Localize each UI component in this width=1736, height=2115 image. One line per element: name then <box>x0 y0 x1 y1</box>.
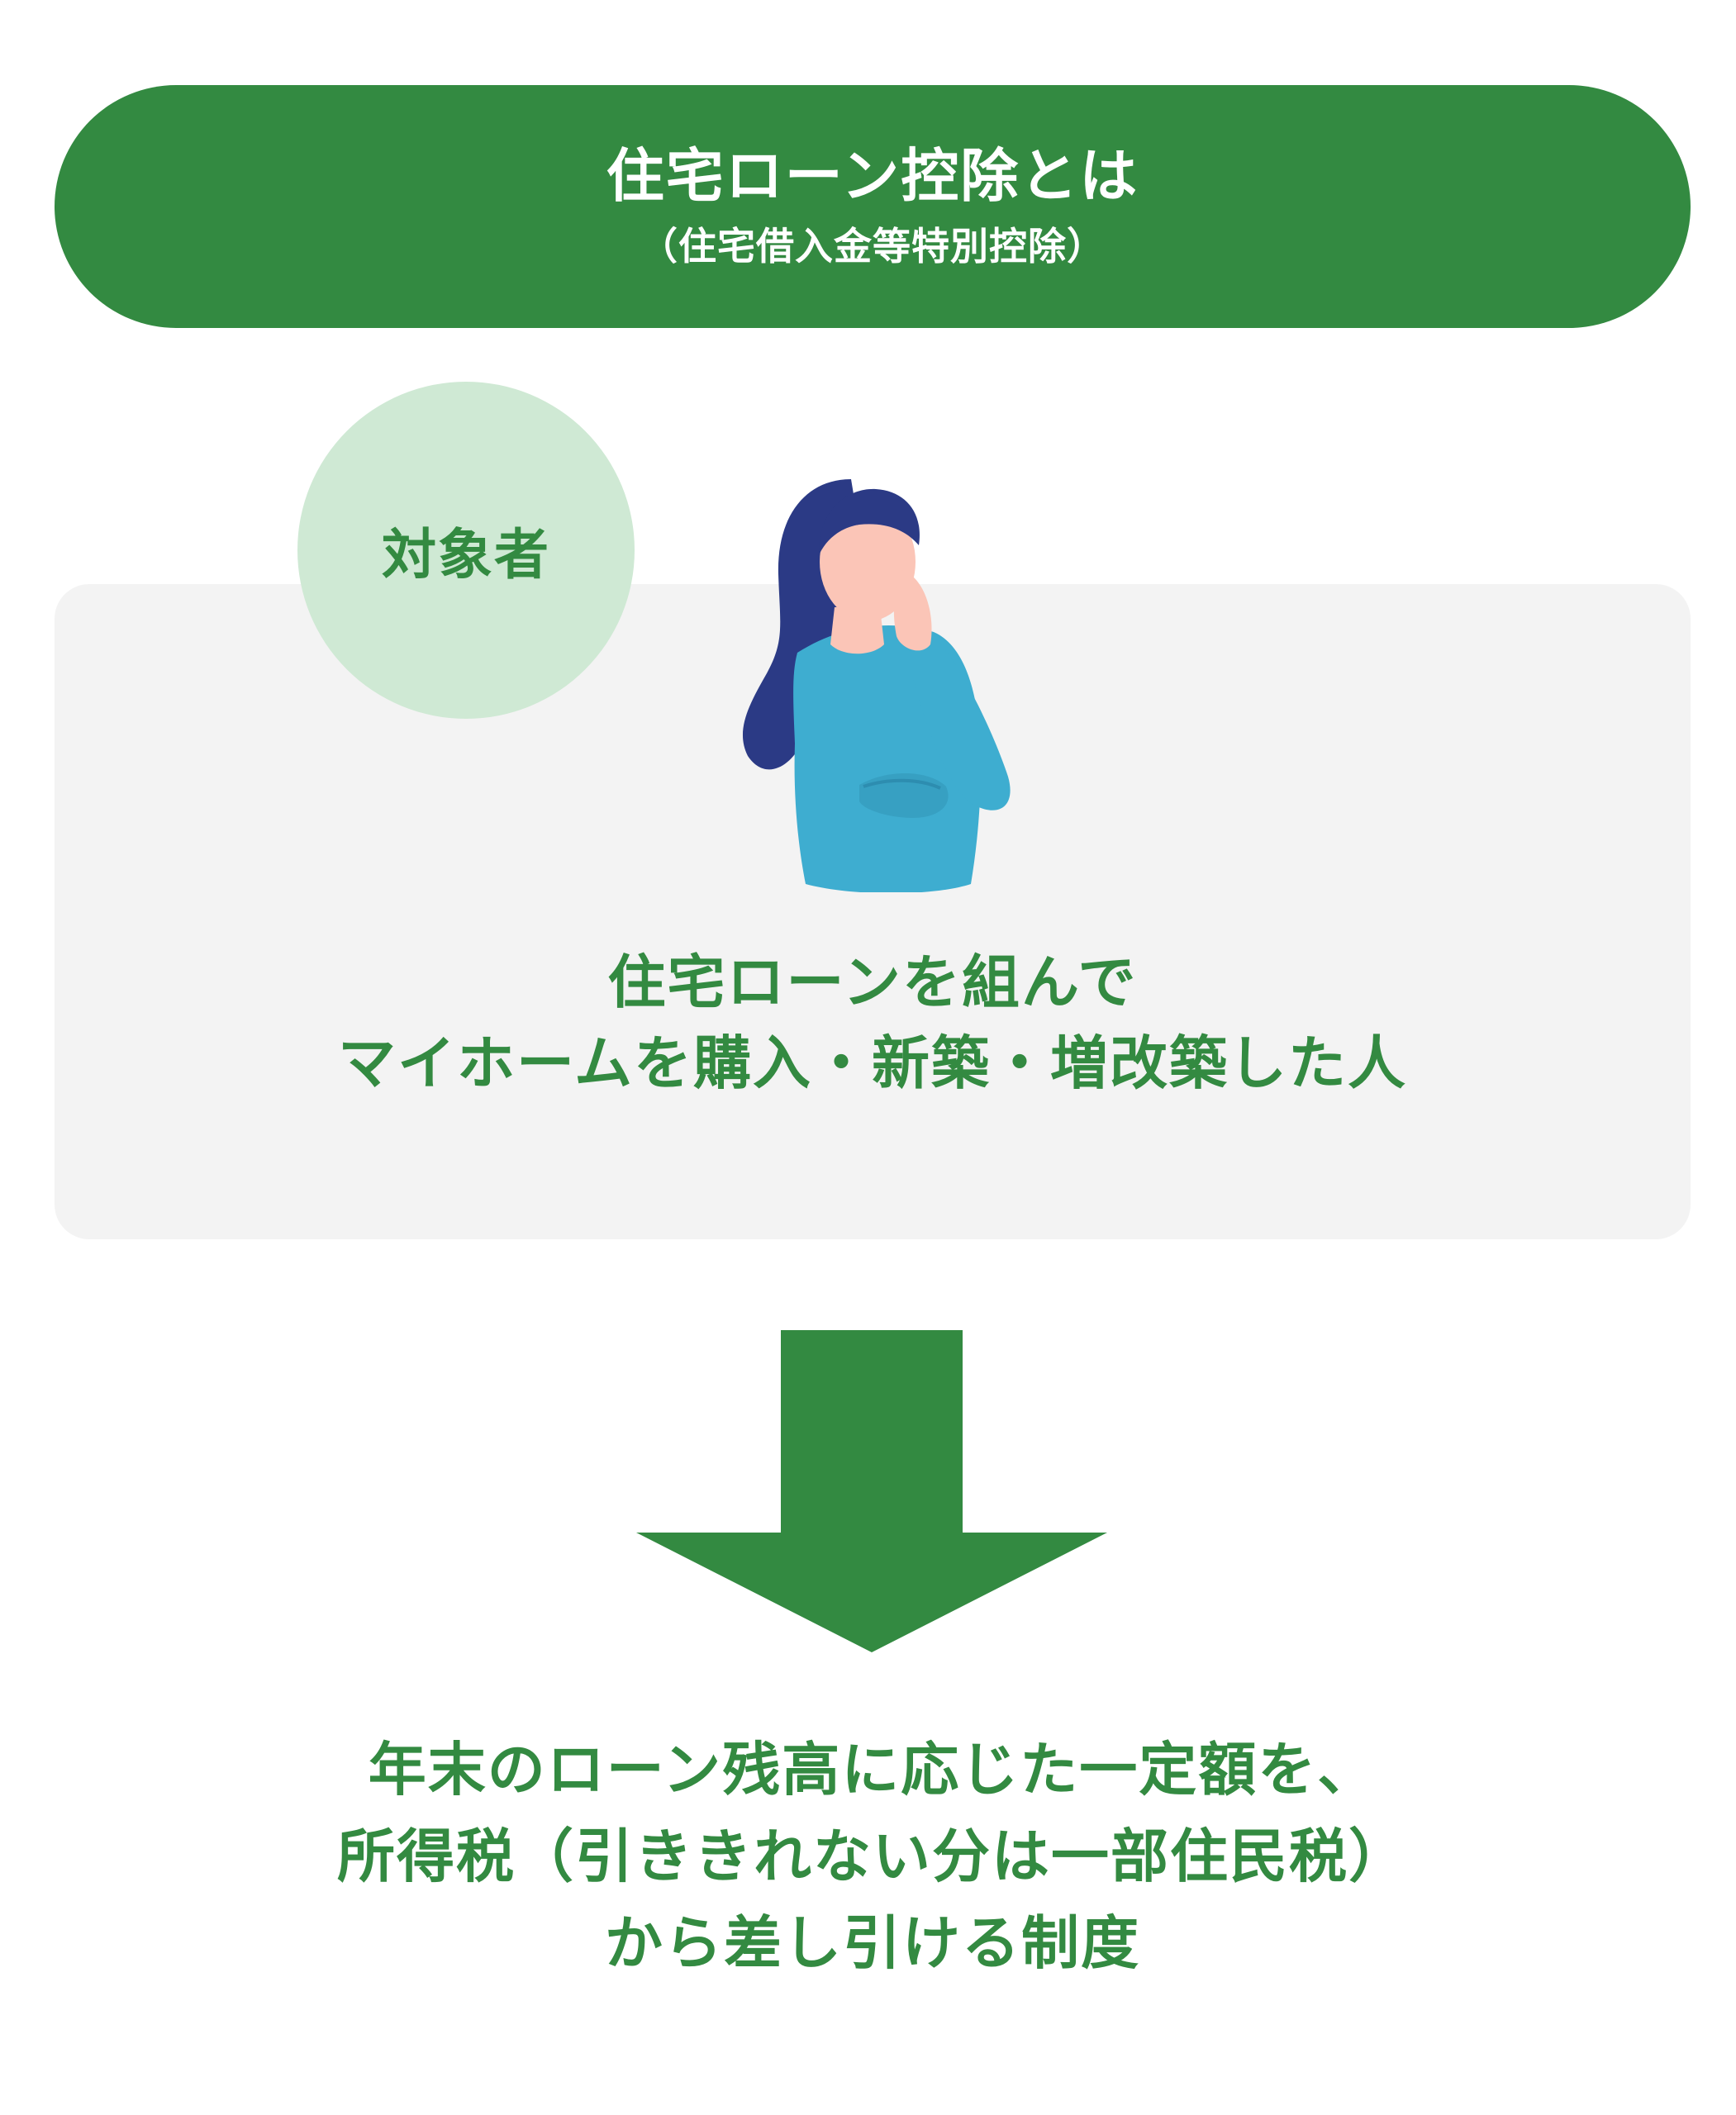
page-subtitle: （住宅借入金等特別控除） <box>640 224 1106 269</box>
face <box>820 502 916 621</box>
hair-front <box>819 488 920 554</box>
page-title: 住宅ローン控除とは <box>606 142 1139 211</box>
target-description-line2: マイホームを購入・新築・増改築した人 <box>338 1029 1407 1097</box>
folded-arm-line <box>863 778 941 790</box>
target-badge: 対象者 <box>297 382 635 719</box>
result-line3: から差し引ける制度 <box>605 1909 1140 1977</box>
target-description-line1: 住宅ローンを組んで <box>607 948 1138 1016</box>
raised-arm <box>913 636 1011 810</box>
result-line1: 年末のローン残高に応じた一定額を、 <box>368 1736 1377 1804</box>
thinking-woman-icon <box>742 479 1011 892</box>
header-banner: 住宅ローン控除とは （住宅借入金等特別控除） <box>55 85 1691 328</box>
hand <box>893 570 932 651</box>
down-arrow-icon <box>636 1330 1107 1652</box>
result-line2: 所得税（引ききれない分は一部住民税） <box>337 1823 1408 1890</box>
target-badge-label: 対象者 <box>382 523 550 587</box>
result-description: 年末のローン残高に応じた一定額を、 所得税（引ききれない分は一部住民税） から差… <box>55 1727 1691 1987</box>
target-description: 住宅ローンを組んで マイホームを購入・新築・増改築した人 <box>55 942 1691 1104</box>
